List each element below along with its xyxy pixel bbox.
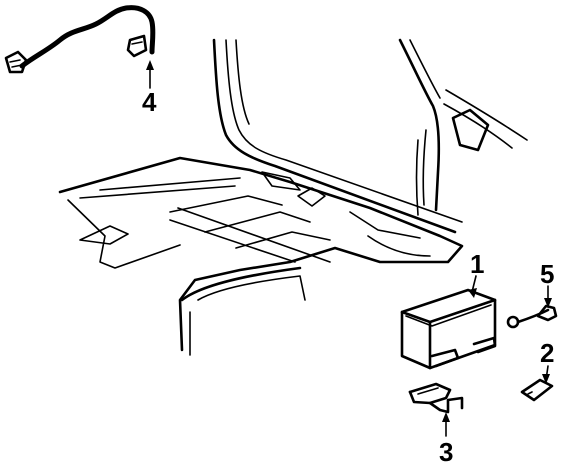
callout-1: 1 xyxy=(470,249,484,279)
bracket-part-2 xyxy=(520,378,554,402)
mounting-bracket-part-3 xyxy=(408,382,464,414)
callout-4: 4 xyxy=(142,87,157,117)
callout-5: 5 xyxy=(540,259,554,289)
vehicle-body-illustration xyxy=(58,38,528,356)
callout-3: 3 xyxy=(439,437,453,464)
callout-2: 2 xyxy=(540,338,554,368)
wiring-harness-part-4 xyxy=(4,5,156,74)
leader-lines xyxy=(146,60,552,437)
module-box-part-1 xyxy=(400,288,497,370)
callout-labels: 1 2 3 4 5 xyxy=(142,87,554,464)
sensor-lead-part-5 xyxy=(506,304,558,329)
